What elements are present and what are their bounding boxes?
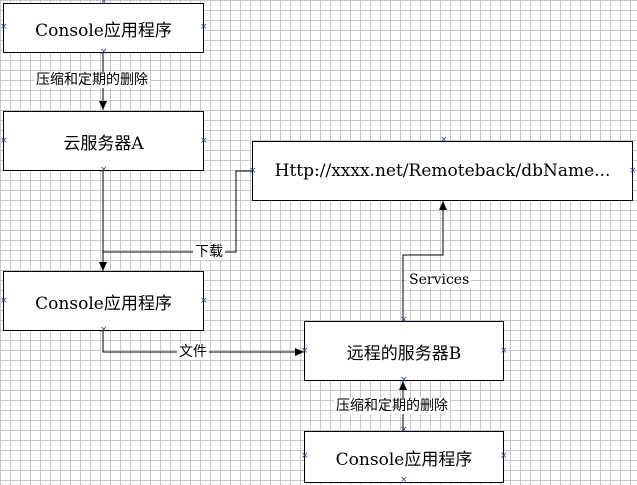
node-console-bottom: Console应用程序 bbox=[304, 431, 504, 483]
connection-point-marker: × bbox=[301, 451, 309, 461]
node-url: Http://xxxx.net/Remoteback/dbName... bbox=[252, 141, 633, 201]
connection-point-marker: × bbox=[100, 47, 108, 57]
edge-label-download: 下载 bbox=[193, 244, 225, 260]
node-console-mid: Console应用程序 bbox=[3, 271, 204, 331]
connection-point-marker: × bbox=[400, 475, 408, 485]
node-label: Http://xxxx.net/Remoteback/dbName... bbox=[274, 161, 611, 181]
node-cloud-server: 云服务器A bbox=[3, 111, 204, 171]
connection-point-marker: × bbox=[200, 296, 208, 306]
edge-label-compress-delete-top: 压缩和定期的删除 bbox=[34, 72, 150, 88]
connection-point-marker: × bbox=[100, 0, 108, 7]
connection-point-marker: × bbox=[500, 451, 508, 461]
connection-point-marker: × bbox=[500, 346, 508, 356]
edge-label-compress-delete-bottom: 压缩和定期的删除 bbox=[334, 398, 450, 414]
edge-download bbox=[103, 170, 252, 253]
node-label: 云服务器A bbox=[63, 133, 144, 154]
edge-label-file: 文件 bbox=[177, 344, 209, 360]
edge-services bbox=[402, 201, 447, 321]
node-console-top: Console应用程序 bbox=[3, 3, 204, 53]
node-label: 远程的服务器B bbox=[346, 343, 462, 364]
connection-point-marker: × bbox=[400, 315, 408, 325]
node-remote-server: 远程的服务器B bbox=[304, 321, 504, 381]
connection-point-marker: × bbox=[200, 22, 208, 32]
connection-point-marker: × bbox=[440, 135, 448, 145]
node-label: Console应用程序 bbox=[35, 293, 172, 314]
node-label: Console应用程序 bbox=[335, 449, 473, 470]
connection-point-marker: × bbox=[400, 375, 408, 385]
connection-point-marker: × bbox=[100, 325, 108, 335]
connection-point-marker: × bbox=[249, 166, 257, 176]
edge-file bbox=[102, 331, 304, 356]
connection-point-marker: × bbox=[400, 425, 408, 435]
connection-point-marker: × bbox=[100, 165, 108, 175]
connection-point-marker: × bbox=[200, 136, 208, 146]
connection-point-marker: × bbox=[0, 22, 8, 32]
node-label: Console应用程序 bbox=[35, 20, 172, 41]
connection-point-marker: × bbox=[301, 346, 309, 356]
edge-label-services: Services bbox=[407, 272, 472, 288]
connection-point-marker: × bbox=[0, 136, 8, 146]
connection-point-marker: × bbox=[0, 296, 8, 306]
connection-point-marker: × bbox=[629, 166, 637, 176]
